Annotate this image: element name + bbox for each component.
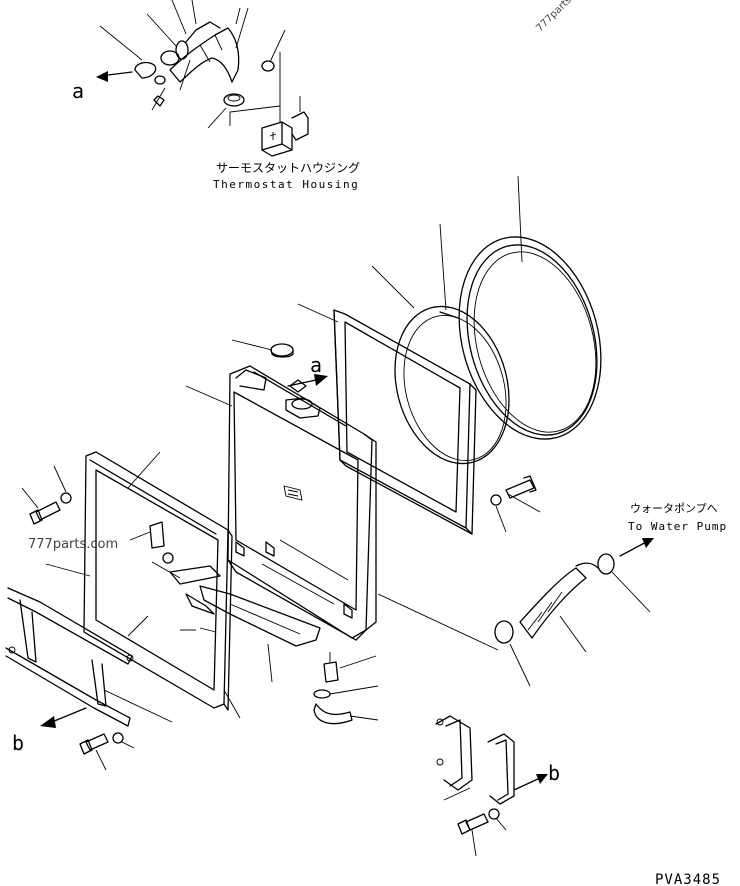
upper-hose-assembly — [96, 0, 309, 157]
drain-cock — [313, 652, 379, 725]
ref-label-a-top: a — [72, 79, 84, 103]
water-pump-label-jp: ウォータポンプへ — [630, 502, 718, 515]
water-pump-label-en: To Water Pump — [628, 520, 727, 533]
lower-bracket — [151, 561, 321, 683]
shroud-bolt — [490, 475, 541, 533]
thermostat-label-en: Thermostat Housing — [213, 178, 359, 191]
ref-label-b-left: b — [12, 731, 24, 755]
arrow-water-pump-icon — [642, 538, 654, 548]
side-bracket — [435, 715, 548, 857]
drawing-number: PVA3485 — [655, 872, 721, 886]
watermark-top-right: 777parts — [534, 0, 573, 34]
arrow-a-mid-icon — [314, 374, 328, 386]
water-pump-hose — [377, 538, 654, 687]
front-frame — [21, 451, 241, 719]
guard-rail — [5, 587, 173, 771]
watermark-left: 777parts.com — [28, 537, 118, 552]
radiator — [185, 339, 377, 641]
arrow-a-top-icon — [96, 71, 108, 82]
arrow-b-right-icon — [536, 774, 548, 784]
ref-label-a-mid: a — [310, 353, 322, 377]
thermostat-label-jp: サーモスタットハウジング — [216, 161, 360, 175]
fan-ring-large — [458, 175, 602, 440]
fan-shroud — [297, 303, 477, 535]
arrow-b-left-icon — [40, 716, 56, 728]
ref-label-b-right: b — [548, 761, 560, 785]
